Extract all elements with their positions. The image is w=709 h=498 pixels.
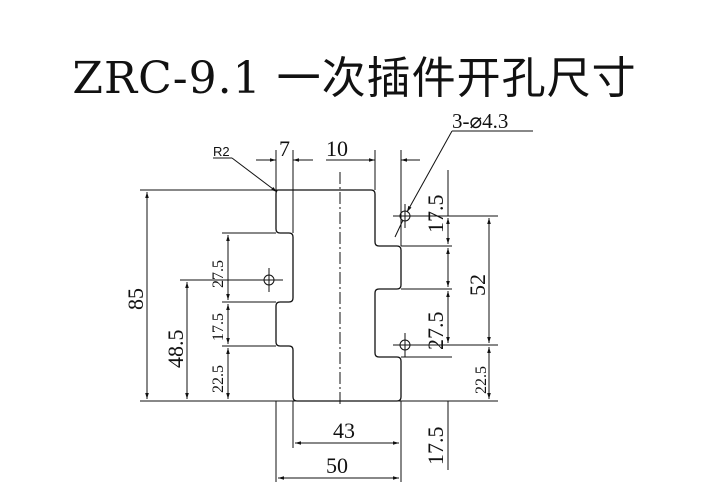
label-overall-height: 85 [123, 288, 148, 310]
label-right-seg-bottom: 22.5 [473, 366, 490, 394]
label-left-seg-bottom: 22.5 [210, 365, 227, 393]
label-right-seg-top: 17.5 [423, 195, 448, 234]
label-overall-width: 50 [326, 453, 348, 478]
label-left-seg-mid: 17.5 [210, 313, 227, 341]
radius-leader [231, 157, 278, 193]
label-right-seg-mid: 27.5 [423, 312, 448, 351]
drawing-title: ZRC-9.1 一次插件开孔尺寸 [72, 53, 637, 104]
cutout-outline [275, 189, 402, 402]
label-radius: R2 [213, 144, 230, 159]
label-inner-width: 43 [333, 418, 355, 443]
label-hole-callout: 3-⌀4.3 [452, 109, 508, 133]
label-top-width-left: 7 [279, 136, 290, 161]
label-bottom-right: 17.5 [423, 427, 448, 466]
label-right-hole-spacing: 52 [465, 274, 490, 296]
label-top-width-right: 10 [326, 136, 348, 161]
label-left-hole-height: 48.5 [163, 330, 188, 369]
hole-leader [406, 130, 453, 213]
label-left-seg-top: 27.5 [210, 260, 227, 288]
